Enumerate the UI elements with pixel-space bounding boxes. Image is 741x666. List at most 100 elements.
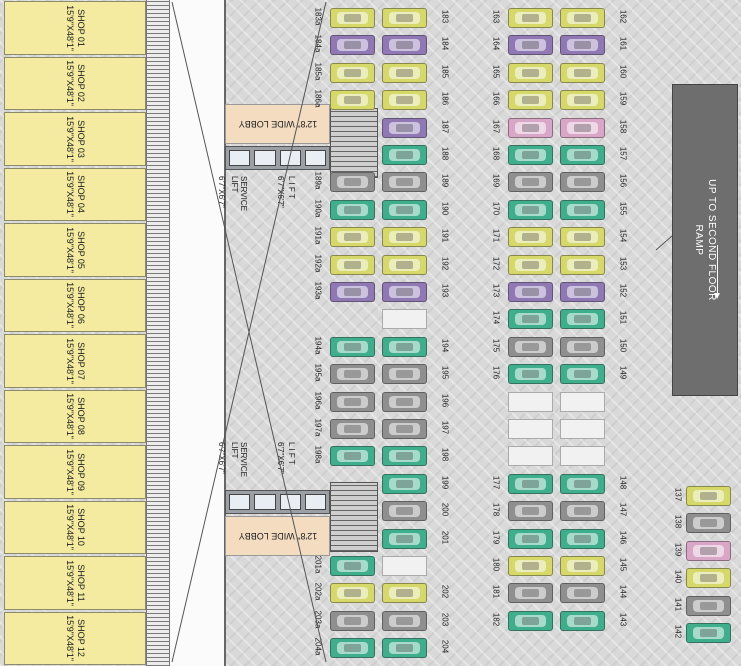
- parking-bay[interactable]: [330, 8, 375, 28]
- parking-bay[interactable]: [560, 172, 605, 193]
- parking-bay[interactable]: [560, 364, 605, 385]
- parking-bay[interactable]: [508, 199, 553, 220]
- parking-bay[interactable]: [382, 391, 427, 412]
- parking-bay[interactable]: [508, 336, 553, 357]
- parking-bay[interactable]: [508, 282, 553, 302]
- parking-bay[interactable]: [508, 35, 553, 56]
- empty-bay[interactable]: [382, 309, 427, 330]
- empty-bay[interactable]: [560, 446, 605, 467]
- parking-bay[interactable]: [330, 446, 375, 467]
- parking-bay[interactable]: [330, 199, 375, 220]
- empty-bay[interactable]: [508, 419, 553, 439]
- parking-bay[interactable]: [382, 583, 427, 604]
- parking-bay[interactable]: [508, 309, 553, 330]
- parking-bay[interactable]: [382, 145, 427, 165]
- parking-bay[interactable]: [686, 540, 731, 561]
- parking-bay[interactable]: [330, 556, 375, 576]
- parking-bay[interactable]: [382, 282, 427, 302]
- parking-bay[interactable]: [560, 528, 605, 549]
- parking-bay[interactable]: [686, 486, 731, 506]
- empty-bay[interactable]: [508, 446, 553, 467]
- parking-bay[interactable]: [382, 610, 427, 631]
- parking-bay[interactable]: [330, 90, 375, 111]
- parking-bay[interactable]: [382, 254, 427, 275]
- parking-bay[interactable]: [686, 595, 731, 616]
- parking-bay[interactable]: [508, 364, 553, 385]
- parking-bay[interactable]: [330, 391, 375, 412]
- parking-bay[interactable]: [560, 254, 605, 275]
- empty-bay[interactable]: [382, 556, 427, 576]
- parking-bay[interactable]: [382, 62, 427, 83]
- parking-bay[interactable]: [330, 172, 375, 193]
- parking-bay[interactable]: [508, 145, 553, 165]
- parking-bay[interactable]: [330, 254, 375, 275]
- bottom-lobby[interactable]: 12'8" WIDE LOBBY: [225, 516, 330, 556]
- parking-bay[interactable]: [382, 638, 427, 659]
- parking-bay[interactable]: [382, 446, 427, 467]
- parking-bay[interactable]: [508, 62, 553, 83]
- empty-bay[interactable]: [560, 391, 605, 412]
- parking-bay[interactable]: [508, 501, 553, 522]
- parking-bay[interactable]: [560, 35, 605, 56]
- parking-bay[interactable]: [330, 583, 375, 604]
- parking-bay[interactable]: [330, 419, 375, 439]
- parking-bay[interactable]: [382, 364, 427, 385]
- top-lobby[interactable]: 12'8" WIDE LOBBY: [225, 104, 330, 144]
- parking-bay[interactable]: [508, 227, 553, 248]
- parking-bay[interactable]: [560, 90, 605, 111]
- parking-bay[interactable]: [508, 473, 553, 494]
- parking-bay[interactable]: [560, 556, 605, 576]
- parking-bay[interactable]: [508, 90, 553, 111]
- parking-bay[interactable]: [686, 513, 731, 534]
- parking-bay[interactable]: [560, 282, 605, 302]
- parking-bay[interactable]: [686, 623, 731, 643]
- parking-bay[interactable]: [560, 610, 605, 631]
- parking-bay[interactable]: [560, 473, 605, 494]
- parking-bay[interactable]: [560, 199, 605, 220]
- parking-bay[interactable]: [382, 473, 427, 494]
- parking-bay[interactable]: [560, 336, 605, 357]
- parking-bay[interactable]: [382, 227, 427, 248]
- parking-bay[interactable]: [508, 528, 553, 549]
- parking-bay[interactable]: [508, 610, 553, 631]
- bottom-lifts[interactable]: [225, 490, 330, 514]
- top-lifts[interactable]: [225, 146, 330, 170]
- parking-bay[interactable]: [560, 309, 605, 330]
- parking-bay[interactable]: [382, 172, 427, 193]
- parking-bay[interactable]: [330, 35, 375, 56]
- parking-bay[interactable]: [330, 227, 375, 248]
- parking-bay[interactable]: [382, 117, 427, 138]
- parking-bay[interactable]: [330, 638, 375, 659]
- empty-bay[interactable]: [508, 391, 553, 412]
- parking-bay[interactable]: [382, 528, 427, 549]
- parking-bay[interactable]: [382, 419, 427, 439]
- parking-bay[interactable]: [330, 364, 375, 385]
- ramp[interactable]: UP TO SECOND FLOOR RAMP: [672, 84, 738, 396]
- parking-bay[interactable]: [560, 8, 605, 28]
- parking-bay[interactable]: [560, 583, 605, 604]
- parking-bay[interactable]: [560, 117, 605, 138]
- parking-bay[interactable]: [686, 568, 731, 589]
- parking-bay[interactable]: [508, 583, 553, 604]
- parking-bay[interactable]: [382, 8, 427, 28]
- parking-bay[interactable]: [330, 610, 375, 631]
- parking-bay[interactable]: [508, 117, 553, 138]
- parking-bay[interactable]: [330, 282, 375, 302]
- parking-bay[interactable]: [560, 62, 605, 83]
- parking-bay[interactable]: [330, 336, 375, 357]
- parking-bay[interactable]: [560, 145, 605, 165]
- parking-bay[interactable]: [560, 227, 605, 248]
- parking-bay[interactable]: [560, 501, 605, 522]
